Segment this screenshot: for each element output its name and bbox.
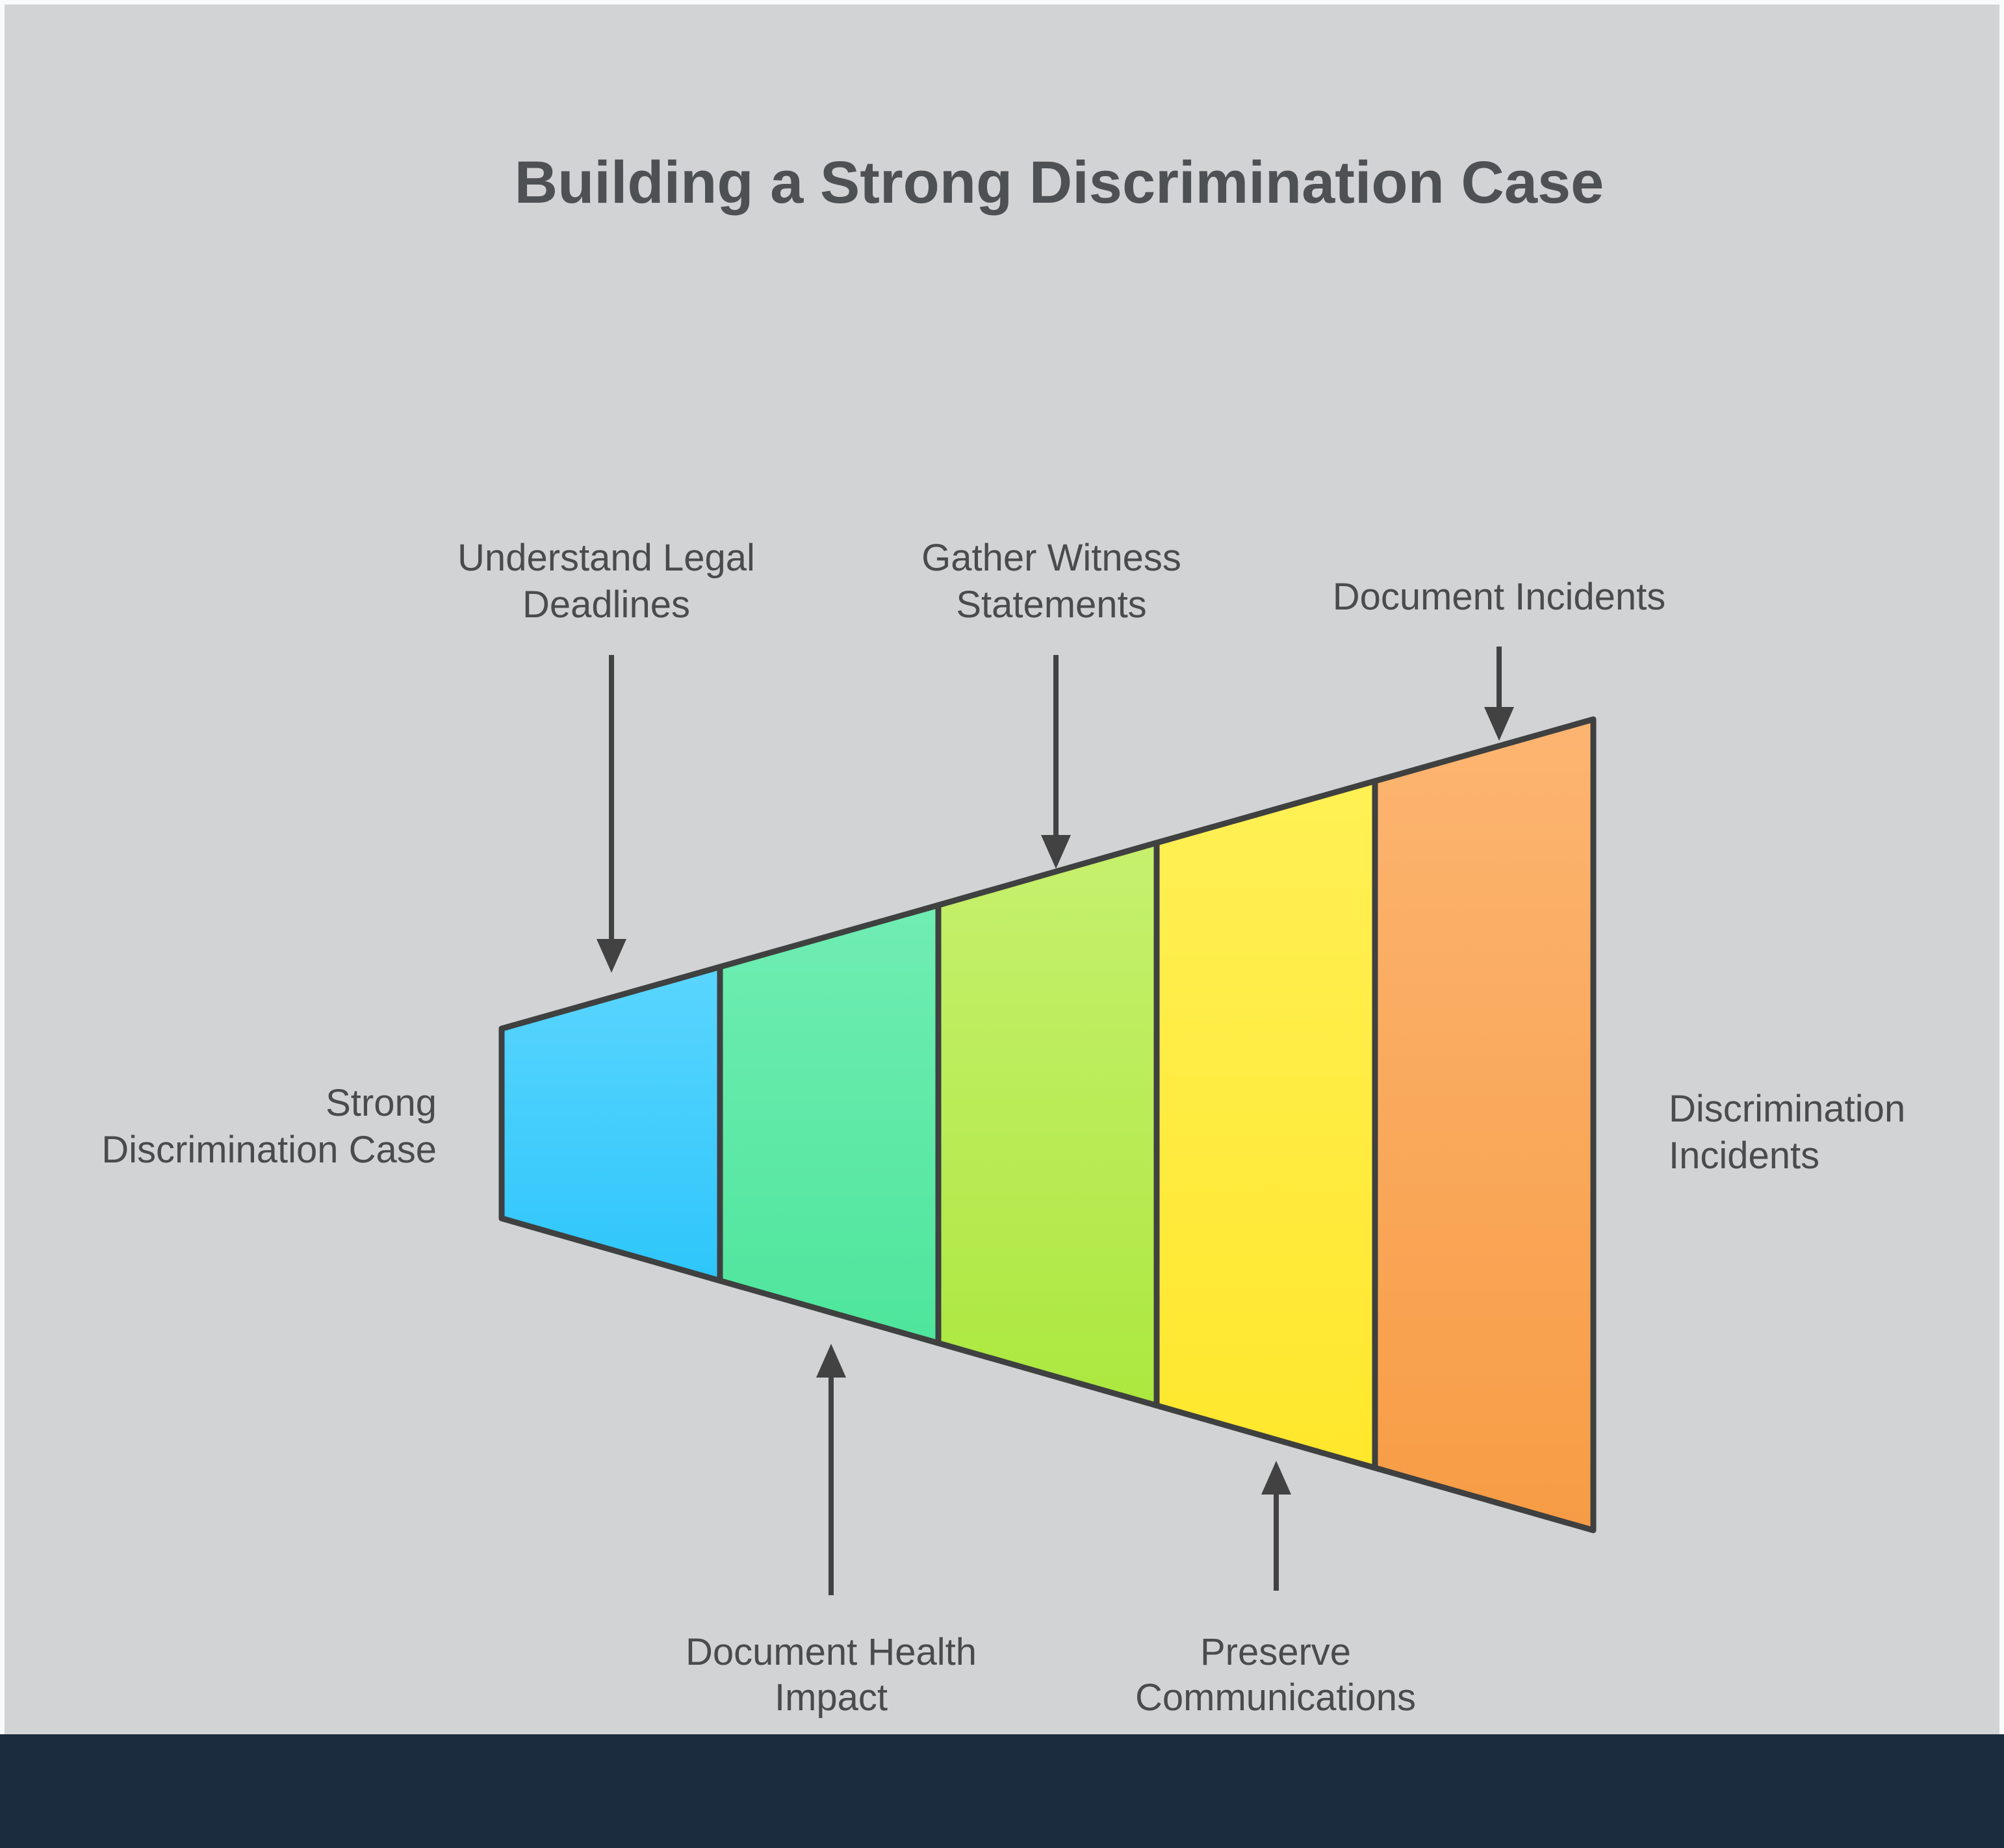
arrow-down-icon	[597, 939, 626, 973]
callout-document-health-impact: Document Health Impact	[686, 1631, 977, 1719]
footer-band	[0, 1734, 2004, 1848]
callout-label-line2: Deadlines	[522, 584, 690, 626]
callout-understand-legal-deadlines: Understand Legal Deadlines	[457, 537, 755, 626]
funnel-right-label: Discrimination Incidents	[1669, 1088, 1905, 1177]
arrow-down-icon	[1041, 835, 1071, 869]
funnel-body	[498, 716, 1597, 1534]
canvas-background	[5, 5, 1999, 1734]
callout-label-line1: Gather Witness	[921, 537, 1181, 579]
funnel-segment-4-yellow	[1153, 778, 1378, 1471]
callout-label-line1: Document Health	[686, 1631, 977, 1673]
callout-preserve-communications: Preserve Communications	[1135, 1631, 1416, 1719]
callout-label-line2: Communications	[1135, 1676, 1416, 1719]
callout-label-line2: Statements	[956, 584, 1146, 626]
funnel-segment-5-orange	[1372, 716, 1597, 1534]
page-title: Building a Strong Discrimination Case	[515, 149, 1604, 216]
funnel-left-label: Strong Discrimination Case	[101, 1082, 437, 1171]
callout-label-line1: Preserve	[1200, 1631, 1351, 1673]
right-label-line1: Discrimination	[1669, 1088, 1905, 1130]
funnel-segment-2-green	[717, 902, 942, 1346]
arrow-gather-witness-statements	[1041, 655, 1071, 869]
left-label-line2: Discrimination Case	[101, 1129, 437, 1171]
arrow-understand-legal-deadlines	[597, 655, 626, 973]
arrow-up-icon	[1261, 1461, 1291, 1495]
callout-document-incidents: Document Incidents	[1333, 576, 1666, 618]
arrow-up-icon	[816, 1344, 846, 1378]
arrow-preserve-communications	[1261, 1461, 1291, 1591]
right-label-line2: Incidents	[1669, 1135, 1819, 1177]
left-label-line1: Strong	[326, 1082, 437, 1124]
arrow-document-incidents	[1484, 647, 1514, 741]
funnel-segment-3-lime	[935, 840, 1160, 1409]
callout-label-line1: Understand Legal	[457, 537, 755, 579]
arrow-document-health-impact	[816, 1344, 846, 1595]
callout-label-line1: Document Incidents	[1333, 576, 1666, 618]
arrow-down-icon	[1484, 707, 1514, 741]
callout-gather-witness-statements: Gather Witness Statements	[921, 537, 1181, 626]
callout-label-line2: Impact	[775, 1676, 888, 1719]
